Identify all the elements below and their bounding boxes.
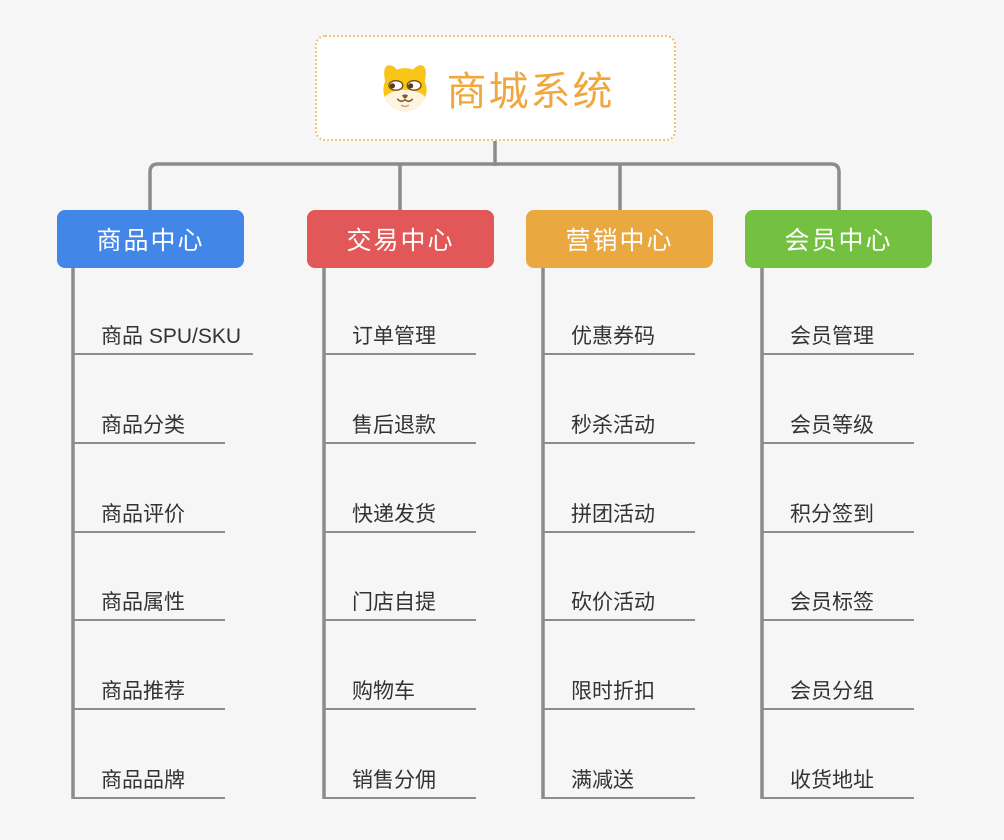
branch-items-trade: 订单管理售后退款快递发货门店自提购物车销售分佣	[324, 268, 564, 808]
leaf-item[interactable]: 积分签到	[762, 497, 914, 533]
leaf-item[interactable]: 商品分类	[73, 408, 225, 444]
leaf-item[interactable]: 商品品牌	[73, 763, 225, 799]
leaf-item[interactable]: 商品属性	[73, 585, 225, 622]
branch-box-trade[interactable]: 交易中心	[307, 210, 494, 268]
leaf-item[interactable]: 会员管理	[762, 319, 914, 355]
leaf-item[interactable]: 销售分佣	[324, 763, 476, 799]
leaf-item[interactable]: 快递发货	[324, 497, 476, 533]
leaf-item[interactable]: 满减送	[543, 763, 695, 799]
leaf-item[interactable]: 会员标签	[762, 585, 914, 622]
leaf-item[interactable]: 拼团活动	[543, 497, 695, 533]
leaf-item[interactable]: 商品评价	[73, 497, 225, 533]
leaf-item[interactable]: 售后退款	[324, 408, 476, 444]
leaf-item[interactable]: 优惠券码	[543, 319, 695, 355]
leaf-item[interactable]: 商品 SPU/SKU	[73, 319, 254, 355]
leaf-item[interactable]: 收货地址	[762, 763, 914, 799]
branch-box-member[interactable]: 会员中心	[745, 210, 932, 268]
root-node[interactable]: 商城系统	[315, 35, 676, 141]
branch-box-product[interactable]: 商品中心	[57, 210, 244, 268]
leaf-item[interactable]: 会员等级	[762, 408, 914, 444]
leaf-item[interactable]: 商品推荐	[73, 674, 225, 711]
leaf-item[interactable]: 订单管理	[324, 319, 476, 355]
branch-rail-line	[148, 162, 841, 210]
branch-box-marketing[interactable]: 营销中心	[526, 210, 713, 268]
leaf-item[interactable]: 限时折扣	[543, 674, 695, 711]
leaf-item[interactable]: 门店自提	[324, 585, 476, 622]
leaf-item[interactable]: 秒杀活动	[543, 408, 695, 444]
leaf-item[interactable]: 会员分组	[762, 674, 914, 711]
leaf-item[interactable]: 购物车	[324, 674, 476, 711]
branch-items-member: 会员管理会员等级积分签到会员标签会员分组收货地址	[762, 268, 1002, 808]
shiba-dog-icon	[377, 62, 433, 114]
leaf-item[interactable]: 砍价活动	[543, 585, 695, 622]
branch-items-product: 商品 SPU/SKU 商品分类商品评价商品属性商品推荐商品品牌	[73, 268, 313, 808]
root-title: 商城系统	[446, 70, 615, 114]
branch-items-marketing: 优惠券码秒杀活动拼团活动砍价活动限时折扣满减送	[543, 268, 783, 808]
